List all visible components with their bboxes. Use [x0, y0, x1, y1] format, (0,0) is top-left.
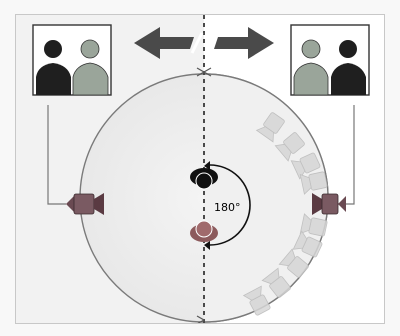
camera-axis-diagram: 180° [16, 15, 370, 323]
actor-dark-icon [190, 168, 218, 190]
person-dark-icon [36, 40, 71, 95]
circle-right-shade [204, 74, 328, 322]
right-connector [338, 105, 355, 205]
rotation-arrow-icon [204, 161, 251, 250]
person-light-icon [72, 39, 109, 96]
person-dark-icon [331, 40, 366, 95]
left-camera-icon [66, 193, 104, 215]
right-camera-icon [312, 193, 346, 215]
ghost-camera-icon [290, 152, 321, 180]
left-connector [47, 105, 66, 205]
ghost-camera-icon [278, 248, 309, 278]
ghost-cameras [242, 112, 328, 316]
person-light-icon [293, 39, 329, 96]
ghost-camera-icon [274, 132, 305, 162]
diagram-frame: 180° [15, 14, 385, 324]
ghost-camera-icon [299, 171, 328, 195]
ghost-camera-icon [255, 112, 285, 143]
ghost-camera-icon [299, 213, 328, 237]
ghost-camera-icon [292, 230, 323, 258]
left-shot-frame [32, 24, 112, 96]
ghost-camera-icon [242, 285, 271, 316]
circle-arrow-bottom [196, 315, 206, 323]
actor-light-icon [190, 220, 218, 242]
rotation-label: 180° [214, 201, 241, 214]
ghost-camera-icon [261, 267, 291, 298]
double-arrow-icon [134, 27, 274, 59]
right-shot-frame [290, 24, 370, 96]
